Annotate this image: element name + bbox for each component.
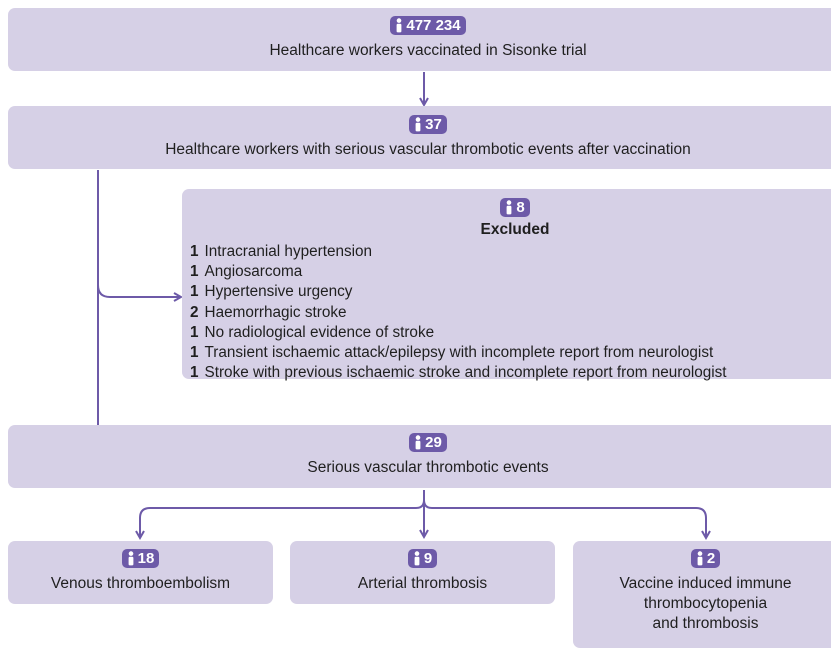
reason-count: 1 — [190, 283, 199, 301]
serious-events-box: 29 Serious vascular thrombotic events — [8, 425, 831, 488]
count-value: 2 — [706, 550, 716, 567]
reason-text: Haemorrhagic stroke — [204, 303, 347, 321]
box-label: Venous thromboembolism — [50, 575, 231, 592]
vitt-box: 2 Vaccine induced immune thrombocytopeni… — [573, 541, 831, 648]
count-badge: 477 234 — [390, 16, 466, 35]
reason-count: 1 — [190, 344, 199, 362]
list-item: 1 No radiological evidence of stroke — [190, 323, 831, 343]
reason-text: Stroke with previous ischaemic stroke an… — [204, 364, 727, 382]
person-icon — [697, 551, 703, 566]
reason-count: 2 — [190, 303, 199, 321]
count-value: 37 — [425, 116, 442, 133]
reason-count: 1 — [190, 323, 199, 341]
list-item: 2 Haemorrhagic stroke — [190, 303, 831, 323]
count-value: 477 234 — [406, 17, 461, 34]
excluded-title: Excluded — [480, 221, 550, 238]
count-badge: 8 — [500, 198, 530, 217]
count-value: 18 — [137, 550, 155, 567]
reason-text: Intracranial hypertension — [204, 243, 373, 260]
reason-text: Hypertensive urgency — [204, 283, 353, 301]
thrombotic-events-box: 37 Healthcare workers with serious vascu… — [8, 106, 831, 169]
person-icon — [128, 551, 134, 566]
list-item: 1 Intracranial hypertension — [190, 242, 831, 262]
list-item: 1 Angiosarcoma — [190, 262, 831, 282]
venous-thromboembolism-box: 18 Venous thromboembolism — [8, 541, 273, 604]
person-icon — [506, 200, 512, 215]
vaccinated-box: 477 234 Healthcare workers vaccinated in… — [8, 8, 831, 71]
box-label: Healthcare workers vaccinated in Sisonke… — [269, 42, 587, 59]
box-label-line: thrombocytopenia — [643, 595, 768, 612]
box-label-line: and thrombosis — [652, 615, 759, 632]
arrow-to-excluded — [97, 284, 180, 297]
count-badge: 18 — [121, 549, 160, 568]
person-icon — [415, 117, 421, 132]
reason-count: 1 — [190, 364, 199, 382]
count-badge: 9 — [407, 549, 438, 568]
reason-text: No radiological evidence of stroke — [204, 323, 435, 341]
box-label: Serious vascular thrombotic events — [307, 459, 549, 476]
reason-count: 1 — [190, 243, 199, 260]
arterial-thrombosis-box: 9 Arterial thrombosis — [290, 541, 555, 604]
box-label: Arterial thrombosis — [357, 575, 488, 592]
box-label-line: Vaccine induced immune — [619, 575, 792, 592]
person-icon — [414, 551, 420, 566]
list-item: 1 Stroke with previous ischaemic stroke a… — [190, 363, 831, 383]
count-badge: 2 — [690, 549, 721, 568]
box-label: Healthcare workers with serious vascular… — [165, 141, 691, 158]
count-value: 8 — [516, 199, 525, 216]
list-item: 1 Transient ischaemic attack/epilepsy wit… — [190, 343, 831, 363]
reason-text: Angiosarcoma — [204, 263, 303, 281]
count-badge: 37 — [409, 115, 447, 134]
person-icon — [415, 435, 421, 450]
reason-count: 1 — [190, 263, 199, 281]
count-value: 9 — [423, 550, 433, 567]
list-item: 1 Hypertensive urgency — [190, 282, 831, 302]
person-icon — [396, 18, 402, 33]
count-badge: 29 — [409, 433, 447, 452]
count-value: 29 — [425, 434, 442, 451]
reason-text: Transient ischaemic attack/epilepsy with… — [204, 344, 714, 362]
